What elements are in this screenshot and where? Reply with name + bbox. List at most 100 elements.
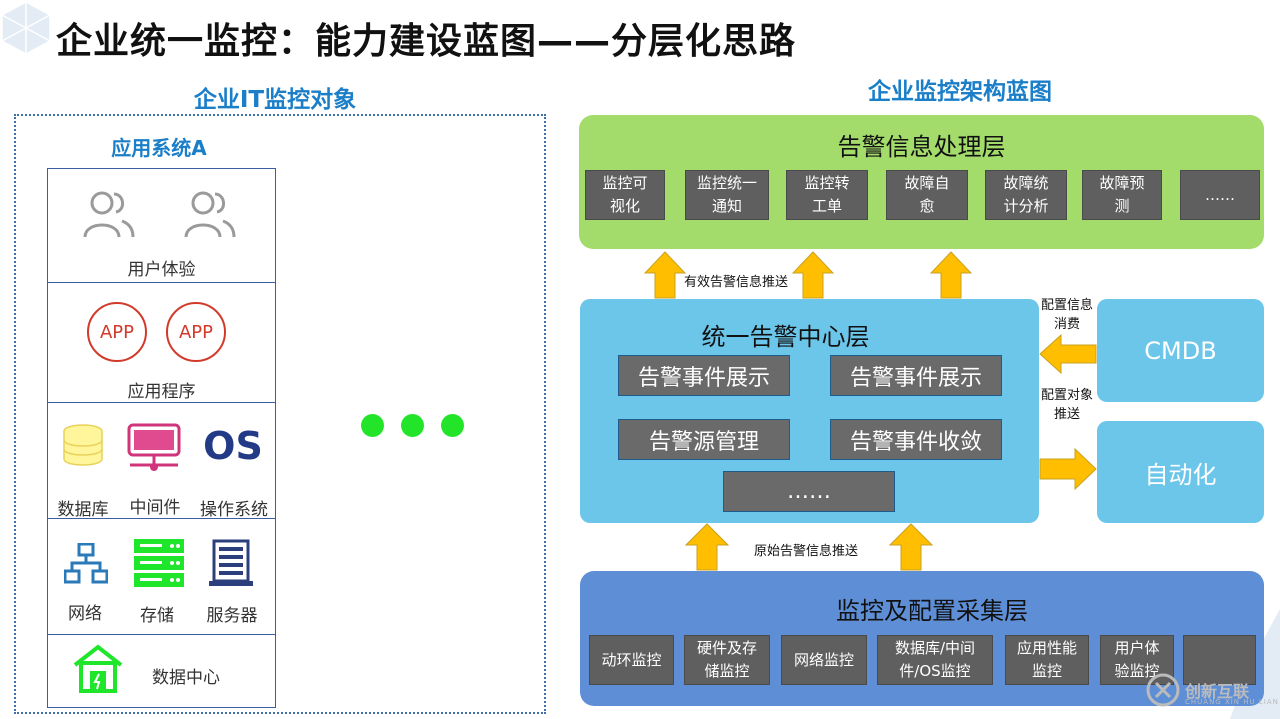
system-title: 应用系统A: [111, 136, 207, 160]
config-consume-line: 配置信息: [1040, 298, 1093, 313]
app-icon: APP: [166, 302, 226, 362]
capability-box: 故障统计分析: [985, 170, 1067, 220]
capability-box: 监控可视化: [585, 170, 665, 220]
storage-label: 存储: [140, 606, 174, 626]
config-push-line: 推送: [1053, 407, 1080, 422]
watermark: 创新互联 CHUANG XIN HU LIAN: [1143, 668, 1278, 712]
capability-line: 愈: [919, 197, 935, 215]
up-arrow-icon: [644, 251, 686, 299]
collector-box: 数据库/中间件/OS监控: [877, 635, 993, 685]
infrastructure-row: 网络 存储 服务器: [48, 519, 275, 635]
alert-function-box: 告警事件收敛: [830, 419, 1002, 460]
middleware-icon: [127, 423, 181, 471]
watermark-logo-icon: [1146, 673, 1180, 707]
datacenter-icon: [73, 644, 123, 693]
cmdb-box: CMDB: [1097, 299, 1264, 402]
collector-line: 用户体: [1114, 639, 1160, 657]
monitored-objects-heading: 企业IT监控对象: [193, 87, 357, 113]
capability-line: 故障自: [904, 174, 950, 192]
server-label: 服务器: [206, 606, 258, 626]
collector-box: 应用性能监控: [1005, 635, 1089, 685]
automation-box: 自动化: [1097, 421, 1264, 523]
alert-function-box: ……: [723, 471, 895, 512]
dot: [361, 414, 384, 437]
application-label: 应用程序: [127, 382, 196, 402]
capability-line: 监控转: [804, 174, 850, 192]
raw-alert-push-label: 原始告警信息推送: [754, 544, 859, 559]
watermark-name: 创新互联: [1185, 682, 1250, 701]
os-icon-text: OS: [203, 424, 263, 468]
collector-line: 应用性能: [1016, 639, 1077, 657]
capability-box: 监控统一通知: [685, 170, 769, 220]
architecture-heading: 企业监控架构蓝图: [868, 79, 1052, 105]
ellipsis-dots: [360, 414, 470, 440]
page-title: 企业统一监控：能力建设蓝图——分层化思路: [56, 21, 797, 62]
collection-layer: 监控及配置采集层 动环监控 硬件及存储监控 网络监控 数据库/中间件/OS监控 …: [580, 571, 1264, 706]
monitored-objects-frame: [14, 114, 546, 714]
server-icon: [209, 539, 253, 586]
capability-line: 故障预: [1099, 174, 1145, 192]
up-arrow-icon: [930, 251, 972, 299]
collector-box: 用户体验监控: [1100, 635, 1174, 685]
config-push-label: 配置对象 推送: [1036, 386, 1098, 424]
config-consume-line: 消费: [1053, 317, 1080, 332]
capability-box: 故障预测: [1082, 170, 1162, 220]
alert-function-box: 告警事件展示: [830, 355, 1002, 396]
capability-line: 测: [1114, 197, 1130, 215]
network-icon: [64, 543, 108, 584]
capability-box: 监控转工单: [786, 170, 868, 220]
collector-line: 验监控: [1114, 662, 1160, 680]
collector-line: 储监控: [704, 662, 750, 680]
collector-box: 动环监控: [589, 635, 674, 685]
capability-line: 计分析: [1003, 197, 1049, 215]
system-layer-stack: 用户体验 APP APP 应用程序 OS 数据库 中间件 操作系统: [47, 168, 276, 708]
capability-line: 故障统: [1003, 174, 1049, 192]
users-icon: [184, 191, 236, 238]
capability-line: 监控可: [602, 174, 648, 192]
config-consume-label: 配置信息 消费: [1036, 296, 1098, 334]
app-icon-text: APP: [178, 321, 214, 343]
user-experience-label: 用户体验: [127, 260, 196, 280]
collector-box: 硬件及存储监控: [684, 635, 770, 685]
dot: [441, 414, 464, 437]
capability-line: 监控统一: [696, 174, 757, 192]
right-arrow-icon: [1039, 448, 1097, 490]
watermark-subtitle: CHUANG XIN HU LIAN: [1185, 698, 1279, 706]
middleware-label: 中间件: [129, 498, 181, 518]
database-label: 数据库: [57, 500, 109, 520]
alert-processing-layer: 告警信息处理层 监控可视化 监控统一通知 监控转工单 故障自愈 故障统计分析 故…: [579, 115, 1264, 249]
up-arrow-icon: [792, 251, 834, 299]
dot: [401, 414, 424, 437]
storage-icon: [134, 539, 184, 587]
network-label: 网络: [68, 604, 102, 624]
database-icon: [63, 424, 103, 466]
up-arrow-icon: [889, 523, 933, 571]
capability-box: 故障自愈: [886, 170, 968, 220]
collector-box: [1183, 635, 1256, 685]
collector-line: 监控: [1031, 662, 1062, 680]
up-arrow-icon: [685, 523, 729, 571]
capability-line: ……: [1205, 185, 1235, 204]
capability-line: 通知: [711, 197, 742, 215]
collector-line: 硬件及存: [696, 639, 757, 657]
left-arrow-icon: [1039, 334, 1097, 374]
datacenter-label: 数据中心: [152, 668, 220, 688]
alert-processing-layer-title: 告警信息处理层: [837, 133, 1006, 161]
collector-line: 动环监控: [601, 650, 662, 669]
datacenter-row: 数据中心: [48, 635, 275, 707]
capability-box: ……: [1180, 170, 1260, 220]
os-label: 操作系统: [200, 500, 268, 520]
alert-center-layer-title: 统一告警中心层: [701, 323, 870, 351]
valid-alert-push-label: 有效告警信息推送: [684, 275, 789, 290]
capability-line: 工单: [811, 197, 842, 215]
alert-center-layer: 统一告警中心层 告警事件展示 告警事件展示 告警源管理 告警事件收敛 ……: [580, 299, 1039, 523]
app-icon: APP: [87, 302, 147, 362]
os-icon: OS: [198, 421, 268, 471]
config-push-line: 配置对象: [1040, 388, 1093, 403]
alert-function-box: 告警事件展示: [618, 355, 790, 396]
hexagon-decoration: [1, 1, 51, 55]
alert-function-box: 告警源管理: [618, 419, 790, 460]
user-experience-row: 用户体验: [48, 169, 275, 283]
collection-layer-title: 监控及配置采集层: [836, 597, 1028, 625]
software-row: OS 数据库 中间件 操作系统: [48, 403, 275, 520]
